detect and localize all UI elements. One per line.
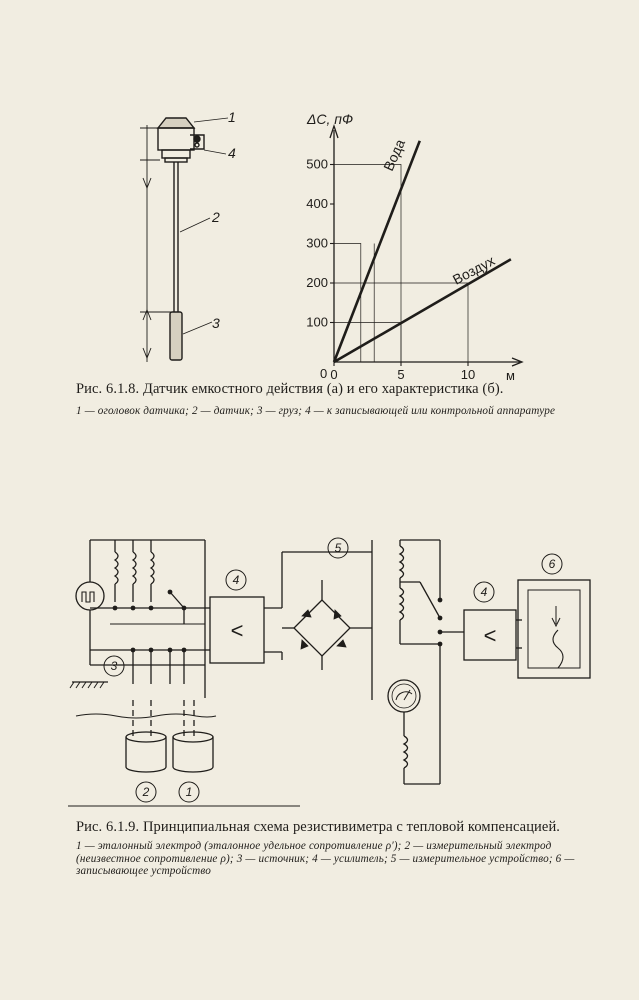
- x-tick-label: 5: [397, 367, 404, 380]
- oscillator-source: [75, 581, 105, 611]
- y-tick-label: 200: [306, 275, 328, 290]
- electrode-measuring: [125, 731, 167, 773]
- figure-2-legend: 1 — эталонный электрод (эталонное удельн…: [76, 840, 575, 877]
- sensor-label-2: 2: [211, 209, 220, 225]
- y-tick-label: 400: [306, 196, 328, 211]
- x-axis-arrow: [511, 357, 524, 367]
- label-electrode-reference: 1: [186, 785, 193, 799]
- sensor-drawing: [140, 117, 229, 362]
- figure-1-caption: Рис. 6.1.8. Датчик емкостного действия (…: [76, 381, 504, 397]
- label-recorder: 6: [549, 557, 556, 571]
- gauge-meter: [387, 679, 421, 713]
- y-tick-label: 500: [306, 157, 328, 172]
- series-line-water: [332, 140, 421, 363]
- amplifier-right: [463, 609, 517, 661]
- series-label-water: Вода: [380, 137, 408, 174]
- recorder: [517, 579, 591, 679]
- figure-2-caption: Рис. 6.1.9. Принципиальная схема резисти…: [76, 819, 561, 835]
- figure-6-1-8: 1 4 2 3 ΔC, пФ м 100 200 300 400 500 0 5 10 Вода…: [140, 109, 524, 380]
- reading-guide-line: [334, 164, 402, 362]
- amp-symbol-left: <: [231, 618, 244, 643]
- label-meter: 5: [335, 541, 342, 555]
- y-tick-label: 300: [306, 236, 328, 251]
- label-amplifier-left: 4: [233, 573, 240, 587]
- diode-bridge: [282, 580, 372, 670]
- label-source: 3: [111, 659, 118, 673]
- electrode-reference: [172, 731, 214, 773]
- left-coils: [113, 540, 155, 602]
- sensor-label-1: 1: [228, 109, 236, 125]
- amplifier-left: [209, 596, 265, 664]
- origin-label: 0: [320, 366, 327, 380]
- series-line-air: [333, 258, 512, 364]
- figure-1-legend: 1 — оголовок датчика; 2 — датчик; 3 — гр…: [76, 405, 556, 417]
- y-axis-arrow: [329, 123, 339, 139]
- y-tick-label: 100: [306, 315, 328, 330]
- label-amplifier-right: 4: [481, 585, 488, 599]
- x-axis-label: м: [506, 368, 515, 380]
- amp-symbol-right: <: [484, 623, 497, 648]
- x-tick-label: 0: [330, 367, 337, 380]
- figure-6-1-9-circuit: 4 5 4 6 3 2 1 < <: [68, 537, 591, 807]
- y-axis-label: ΔC, пФ: [306, 111, 353, 127]
- x-tick-label: 10: [461, 367, 475, 380]
- label-electrode-measuring: 2: [142, 785, 150, 799]
- sensor-label-3: 3: [212, 315, 220, 331]
- sensor-label-4: 4: [228, 145, 236, 161]
